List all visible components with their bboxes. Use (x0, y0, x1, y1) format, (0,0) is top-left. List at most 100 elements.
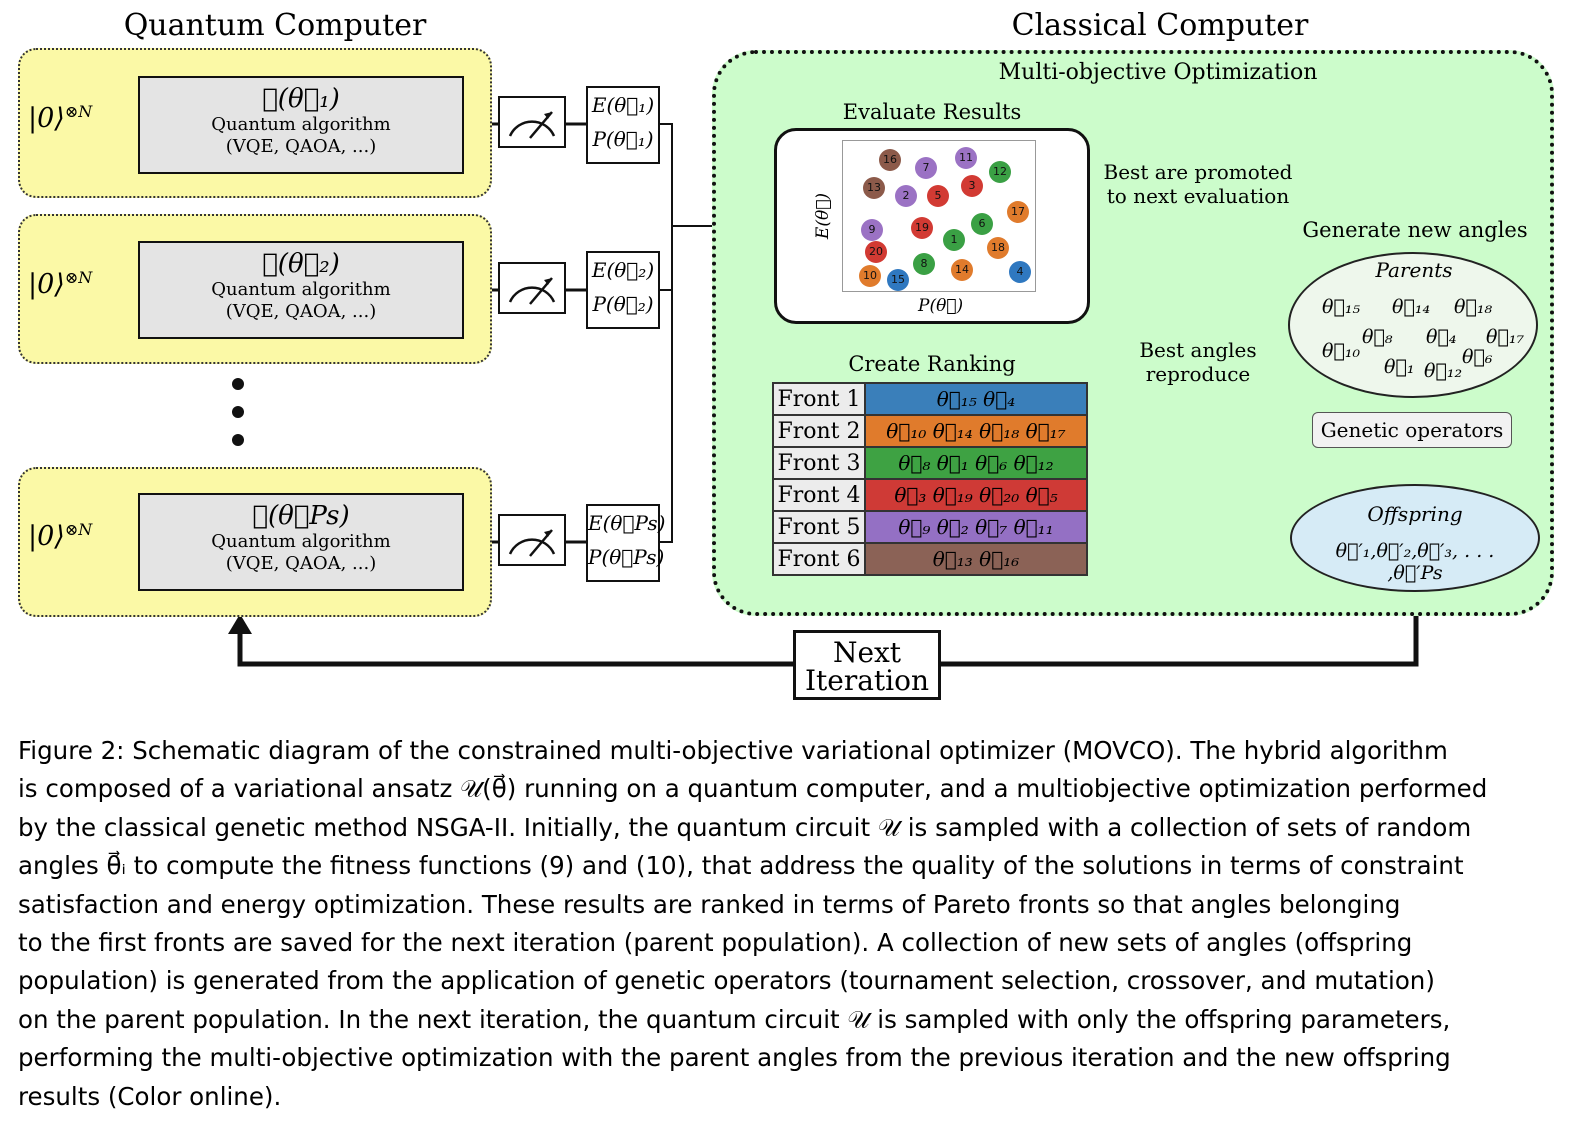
scatter-point: 6 (971, 213, 993, 235)
scatter-point: 12 (989, 161, 1011, 183)
scatter-point: 18 (987, 237, 1009, 259)
scatter-point: 10 (859, 265, 881, 287)
quantum-algorithm-box: 𝒰(θ⃗Ps) Quantum algorithm (VQE, QAOA, ..… (138, 493, 464, 591)
algorithm-examples: (VQE, QAOA, ...) (225, 136, 377, 157)
scatter-point: 15 (887, 269, 909, 291)
evaluate-title: Evaluate Results (842, 100, 1022, 124)
initial-state: |0⟩⊗N (28, 268, 93, 300)
plot-ylabel: E(θ⃗) (813, 192, 834, 240)
caption-line: on the parent population. In the next it… (18, 1004, 1451, 1034)
measurement-meter-icon (498, 514, 566, 566)
scatter-point: 20 (865, 241, 887, 263)
initial-state: |0⟩⊗N (28, 102, 93, 134)
caption-line: satisfaction and energy optimization. Th… (18, 889, 1401, 919)
energy-penalty-box: E(θ⃗₁) P(θ⃗₁) (586, 86, 660, 164)
quantum-computer-title: Quantum Computer (123, 8, 427, 43)
initial-state: |0⟩⊗N (28, 520, 93, 552)
offspring-angles: θ⃗′₁,θ⃗′₂,θ⃗′₃, . . . ,θ⃗′Ps (1335, 540, 1495, 584)
parent-angle: θ⃗₆ (1462, 346, 1493, 368)
parents-ellipse (1288, 252, 1538, 398)
measurement-meter-icon (498, 96, 566, 148)
classical-computer-title: Classical Computer (1011, 8, 1309, 43)
front-label: Front 4 (772, 478, 866, 512)
scatter-point: 1 (943, 229, 965, 251)
caption-line: is composed of a variational ansatz 𝒰(θ⃗… (18, 774, 1488, 804)
measurement-meter-icon (498, 262, 566, 314)
genetic-operators-box: Genetic operators (1312, 412, 1512, 448)
scatter-point: 3 (961, 175, 983, 197)
front-label: Front 6 (772, 542, 866, 576)
caption-line: Figure 2: Schematic diagram of the const… (18, 736, 1448, 765)
caption-line: population) is generated from the applic… (18, 966, 1435, 996)
generate-title: Generate new angles (1302, 218, 1528, 242)
figure-caption: Figure 2: Schematic diagram of the const… (18, 732, 1554, 1116)
front-label: Front 2 (772, 414, 866, 448)
caption-line: angles θ⃗ᵢ to compute the fitness functi… (18, 851, 1464, 881)
algorithm-examples: (VQE, QAOA, ...) (225, 301, 377, 322)
algorithm-label: Quantum algorithm (211, 114, 391, 135)
front-angles: θ⃗₃ θ⃗₁₉ θ⃗₂₀ θ⃗₅ (864, 478, 1088, 512)
parent-angle: θ⃗₁₀ (1322, 340, 1361, 362)
front-label: Front 5 (772, 510, 866, 544)
front-label: Front 3 (772, 446, 866, 480)
scatter-point: 17 (1007, 201, 1029, 223)
energy-penalty-box: E(θ⃗₂) P(θ⃗₂) (586, 251, 660, 329)
parent-angle: θ⃗₁₇ (1486, 326, 1525, 348)
scatter-point: 14 (951, 259, 973, 281)
parents-title: Parents (1375, 258, 1453, 282)
algorithm-label: Quantum algorithm (211, 279, 391, 300)
parent-angle: θ⃗₁ (1384, 356, 1415, 378)
moo-title: Multi-objective Optimization (998, 60, 1318, 85)
quantum-algorithm-box: 𝒰(θ⃗₁) Quantum algorithm (VQE, QAOA, ...… (138, 76, 464, 174)
energy-penalty-box: E(θ⃗Ps) P(θ⃗Ps) (586, 504, 666, 582)
offspring-ellipse (1290, 484, 1540, 592)
caption-line: performing the multi-objective optimizat… (18, 1043, 1451, 1073)
parent-angle: θ⃗₁₈ (1454, 296, 1493, 318)
caption-line: to the first fronts are saved for the ne… (18, 928, 1413, 958)
energy-value: E(θ⃗Ps) (588, 511, 666, 535)
parent-angle: θ⃗₁₄ (1392, 296, 1431, 318)
offspring-title: Offspring (1367, 502, 1463, 526)
scatter-point: 5 (927, 185, 949, 207)
scatter-point: 4 (1009, 261, 1031, 283)
scatter-point: 16 (879, 149, 901, 171)
penalty-value: P(θ⃗Ps) (588, 545, 665, 569)
quantum-algorithm-box: 𝒰(θ⃗₂) Quantum algorithm (VQE, QAOA, ...… (138, 241, 464, 339)
parent-angle: θ⃗₈ (1362, 326, 1393, 348)
plot-xlabel: P(θ⃗) (918, 296, 964, 316)
algorithm-examples: (VQE, QAOA, ...) (225, 553, 377, 574)
scatter-point: 7 (915, 157, 937, 179)
unitary-label: 𝒰(θ⃗₂) (262, 249, 340, 279)
unitary-label: 𝒰(θ⃗Ps) (252, 501, 350, 531)
ranking-title: Create Ranking (848, 352, 1016, 376)
algorithm-label: Quantum algorithm (211, 531, 391, 552)
ellipsis-dots (232, 378, 246, 446)
penalty-value: P(θ⃗₁) (592, 127, 654, 151)
front-label: Front 1 (772, 382, 866, 416)
parent-angle: θ⃗₁₅ (1322, 296, 1361, 318)
parent-angle: θ⃗₁₂ (1424, 360, 1463, 382)
front-angles: θ⃗₈ θ⃗₁ θ⃗₆ θ⃗₁₂ (864, 446, 1088, 480)
scatter-point: 8 (913, 253, 935, 275)
scatter-point: 2 (895, 185, 917, 207)
scatter-point: 9 (861, 219, 883, 241)
caption-line: by the classical genetic method NSGA-II.… (18, 812, 1472, 842)
penalty-value: P(θ⃗₂) (592, 292, 654, 316)
energy-value: E(θ⃗₁) (591, 93, 655, 117)
unitary-label: 𝒰(θ⃗₁) (262, 84, 340, 114)
scatter-point: 13 (863, 177, 885, 199)
caption-line: results (Color online). (18, 1081, 282, 1111)
scatter-point: 11 (955, 147, 977, 169)
scatter-point: 19 (911, 217, 933, 239)
